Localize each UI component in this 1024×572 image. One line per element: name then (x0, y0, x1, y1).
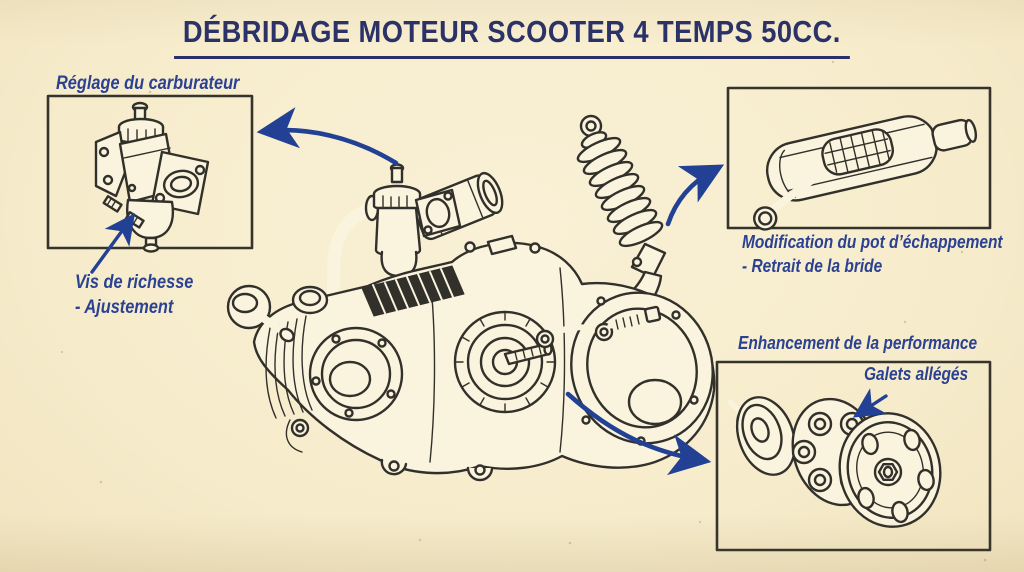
paper-speckles (60, 60, 987, 562)
richness-screw-note-line2: - Ajustement (75, 297, 174, 319)
page-title-row: DÉBRIDAGE MOTEUR SCOOTER 4 TEMPS 50CC. (0, 14, 1024, 59)
engine-illustration (226, 114, 716, 482)
arrow-to-performance-box (565, 391, 712, 476)
arrow-rollers (852, 388, 888, 418)
crank-bearing (453, 310, 557, 414)
performance-box-title: Enhancement de la performance (738, 333, 978, 353)
exhaust-note-line1: Modification du pot d’échappement (742, 232, 1003, 252)
exhaust-note: Modification du pot d’échappement - Retr… (742, 231, 1003, 279)
exhaust-illustration (753, 115, 978, 231)
carburetor-illustration (94, 101, 210, 253)
richness-screw-note: Vis de richesse - Ajustement (75, 270, 193, 320)
kickstart-knob (226, 284, 295, 343)
engine-carburetor (372, 163, 462, 278)
performance-box-frame (715, 360, 992, 552)
exhaust-note-line2: - Retrait de la bride (742, 255, 883, 276)
variator-illustration (727, 396, 942, 528)
arrow-to-carburetor-box (256, 107, 399, 166)
exhaust-box-frame (726, 86, 992, 230)
page-title: DÉBRIDAGE MOTEUR SCOOTER 4 TEMPS 50CC. (174, 14, 850, 59)
richness-screw-note-line1: Vis de richesse (75, 272, 194, 293)
arrow-richness-screw (90, 213, 136, 274)
carburetor-box-title: Réglage du carburateur (56, 73, 240, 94)
arrow-to-exhaust-box (665, 164, 725, 227)
rollers-callout: Galets allégés (864, 364, 969, 384)
